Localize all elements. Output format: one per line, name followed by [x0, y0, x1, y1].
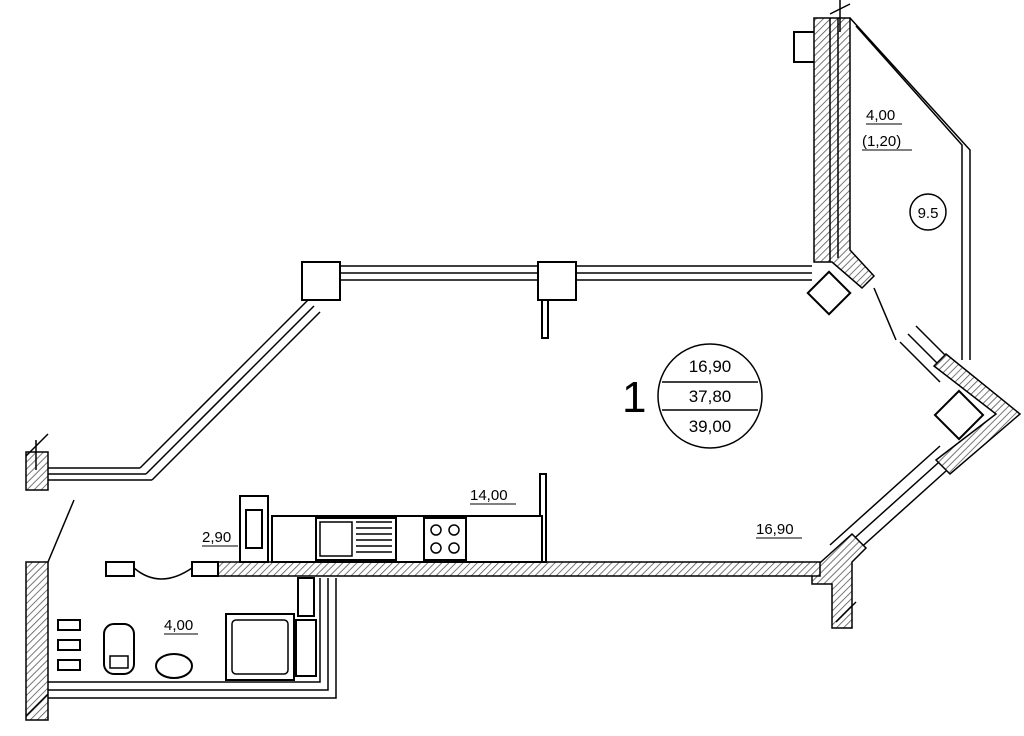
- shower: [225, 613, 295, 681]
- kitchen-counter: [239, 495, 543, 563]
- column-middle: [537, 261, 577, 301]
- washbasin: [155, 653, 193, 679]
- hall-area: 2,90: [202, 529, 231, 546]
- column-balcony-bottom: [806, 270, 852, 316]
- washing-machine: [295, 619, 317, 677]
- load-bearing-walls: [25, 17, 1022, 721]
- area-circle: 16,90 37,80 39,00: [657, 343, 763, 449]
- bathroom-fixtures: [57, 577, 317, 681]
- living-area-value: 16,90: [689, 357, 732, 376]
- column-left: [301, 261, 341, 301]
- kitchen-area: 14,00: [470, 487, 508, 504]
- partition-stub: [541, 299, 549, 339]
- room-count: 1: [622, 373, 646, 422]
- toilet: [103, 623, 135, 675]
- bathroom-area: 4,00: [164, 617, 193, 634]
- balcony: [849, 17, 971, 360]
- axis-marks: [25, 0, 857, 717]
- sink: [315, 517, 397, 561]
- total-with-balcony-value: 39,00: [689, 417, 732, 436]
- total-area-value: 37,80: [689, 387, 732, 406]
- stove: [423, 517, 467, 561]
- balcony-area: 4,00: [866, 107, 895, 124]
- living-room-area: 16,90: [756, 521, 794, 538]
- room-labels: 16,90 14,00 2,90 4,00 4,00 (1,20) 9.5: [164, 107, 947, 635]
- structural-columns: [301, 31, 985, 441]
- balcony-reduced-area: (1,20): [862, 133, 901, 150]
- column-right: [933, 389, 985, 441]
- balcony-mark: 9.5: [918, 205, 939, 222]
- bathroom-wall: [215, 561, 821, 577]
